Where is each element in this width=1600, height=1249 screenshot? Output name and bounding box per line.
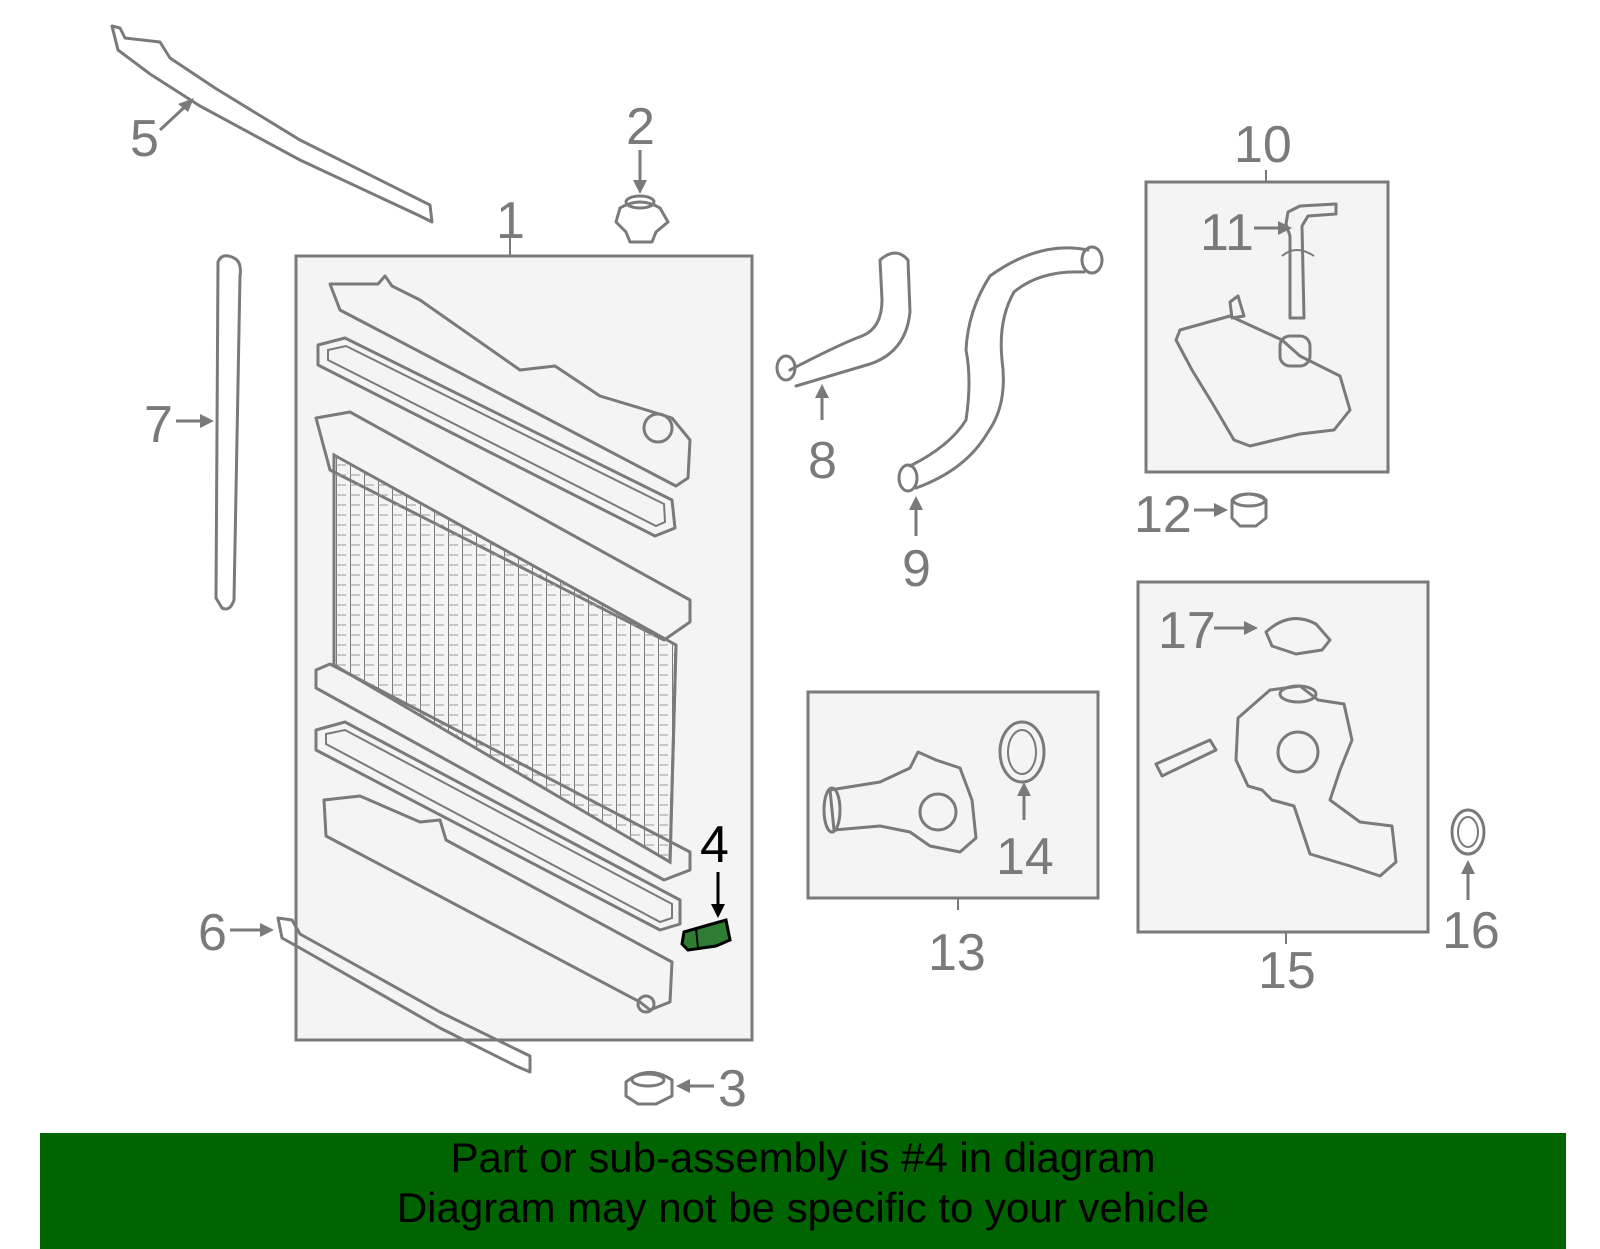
label-6: 6 — [198, 904, 274, 962]
radiator-hose-9 — [897, 245, 1104, 493]
svg-text:5: 5 — [130, 110, 159, 168]
support-bar-lower — [276, 916, 532, 1074]
label-14: 14 — [996, 782, 1054, 886]
water-outlet-assembly — [1136, 580, 1430, 944]
svg-text:14: 14 — [996, 828, 1054, 886]
lower-cushion — [624, 1071, 674, 1106]
svg-text:2: 2 — [626, 98, 655, 156]
banner-line-1: Part or sub-assembly is #4 in diagram — [450, 1134, 1156, 1181]
support-bar-upper — [110, 24, 434, 224]
label-17: 17 — [1158, 602, 1258, 660]
label-5: 5 — [130, 98, 194, 168]
label-2: 2 — [626, 98, 655, 194]
svg-text:16: 16 — [1442, 902, 1500, 960]
svg-text:7: 7 — [144, 396, 173, 454]
drain-cock-highlighted — [680, 918, 732, 952]
label-16: 16 — [1442, 860, 1500, 960]
label-15: 15 — [1258, 942, 1316, 1000]
reservoir-assembly — [1144, 170, 1390, 474]
o-ring-16 — [1450, 808, 1486, 856]
svg-text:13: 13 — [928, 924, 986, 982]
svg-text:8: 8 — [808, 432, 837, 490]
svg-text:12: 12 — [1134, 486, 1192, 544]
svg-text:11: 11 — [1200, 204, 1254, 262]
label-13: 13 — [928, 924, 986, 982]
svg-text:17: 17 — [1158, 602, 1216, 660]
thermostat-gasket — [998, 720, 1046, 784]
label-8: 8 — [808, 384, 837, 490]
label-11: 11 — [1200, 204, 1292, 262]
label-4: 4 — [700, 816, 729, 918]
radiator-hose-8 — [775, 251, 912, 388]
banner-line-2: Diagram may not be specific to your vehi… — [396, 1184, 1210, 1231]
upper-cushion — [614, 194, 670, 244]
side-seal — [214, 254, 242, 611]
thermostat-housing-assembly — [806, 690, 1100, 910]
info-banner: Part or sub-assembly is #4 in diagram Di… — [40, 1133, 1566, 1249]
label-3: 3 — [676, 1060, 747, 1118]
svg-text:1: 1 — [496, 192, 525, 250]
svg-text:10: 10 — [1234, 116, 1292, 174]
gasket-17 — [1264, 617, 1332, 656]
label-10: 10 — [1234, 116, 1292, 174]
svg-text:3: 3 — [718, 1060, 747, 1118]
label-12: 12 — [1134, 486, 1228, 544]
reservoir-grommet — [1230, 492, 1268, 528]
label-7: 7 — [144, 396, 214, 454]
svg-text:9: 9 — [902, 540, 931, 598]
label-9: 9 — [902, 496, 931, 598]
svg-text:15: 15 — [1258, 942, 1316, 1000]
svg-text:6: 6 — [198, 904, 227, 962]
radiator-assembly — [294, 238, 754, 1042]
label-1: 1 — [496, 192, 525, 250]
svg-text:4: 4 — [700, 816, 729, 874]
